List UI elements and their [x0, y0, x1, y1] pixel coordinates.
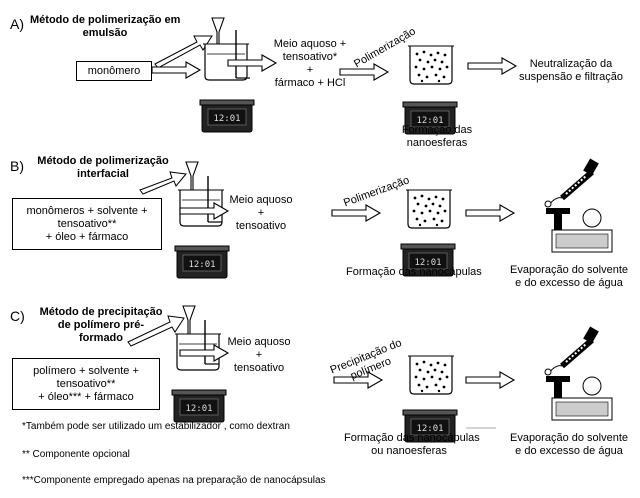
section-a-result-line-2: nanoesferas	[406, 137, 468, 149]
section-c-result: Formação das nanocápulas ou nanoesferas	[344, 432, 480, 458]
section-a-graphics	[151, 17, 517, 135]
section-b-result: Formação das nanocápulas	[346, 266, 482, 278]
footnote-3: ***Componente empregado apenas na prepar…	[22, 475, 326, 486]
section-a-input-text: monômero	[87, 65, 141, 77]
section-b-medium-line-1: Meio aquoso	[229, 194, 293, 206]
section-b-input-line-1: monômeros + solvente +	[26, 205, 148, 217]
section-a-final-line-2: suspensão e filtração	[519, 71, 623, 83]
section-b-medium-line-2: +	[257, 207, 265, 219]
section-c-final-line-2: e do excesso de água	[515, 445, 623, 457]
section-c-title-line-3: formado	[79, 332, 123, 344]
section-a-final-step: Neutralização da suspensão e filtração	[510, 58, 632, 84]
section-b-medium-line-3: tensoativo	[235, 220, 287, 232]
section-c-title: Método de precipitação de polímero pré- …	[26, 306, 176, 345]
section-a-final-line-1: Neutralização da	[529, 58, 613, 70]
section-a-title-line-1: Método de polimerização em	[30, 14, 181, 26]
section-a-medium-line-2: tensoativo*	[282, 51, 338, 63]
section-b-final-line-1: Evaporação do solvente	[509, 264, 629, 276]
section-b-input-box: monômeros + solvente + tensoativo** + ól…	[12, 198, 162, 250]
section-a-result: Formação das nanoesferas	[384, 124, 490, 150]
section-b-title: Método de polimerização interfacial	[28, 155, 178, 181]
section-a-result-line-1: Formação das	[401, 124, 473, 136]
section-b-title-line-2: interfacial	[77, 168, 129, 180]
section-a-letter: A)	[10, 16, 24, 32]
section-c-input-line-1: polímero + solvente +	[33, 365, 139, 377]
section-c-final-line-1: Evaporação do solvente	[509, 432, 629, 444]
section-b-letter: B)	[10, 158, 24, 174]
section-a-input-box: monômero	[76, 61, 152, 81]
section-c-title-line-2: de polímero pré-	[57, 319, 145, 331]
section-c-graphics	[127, 305, 612, 443]
section-b-input-text: monômeros + solvente + tensoativo** + ól…	[13, 205, 161, 244]
section-a-medium-line-3: +	[306, 64, 314, 76]
section-b-final-step: Evaporação do solvente e do excesso de á…	[508, 264, 630, 290]
section-b-title-line-1: Método de polimerização	[37, 155, 169, 167]
section-c-medium-line-3: tensoativo	[233, 362, 285, 374]
section-c-title-line-1: Método de precipitação	[39, 306, 163, 318]
section-c-result-line-2: ou nanoesferas	[371, 445, 447, 457]
section-c-result-line-1: Formação das nanocápulas	[344, 432, 480, 444]
section-c-medium-line-1: Meio aquoso	[227, 336, 291, 348]
section-a-medium-line-4: fármaco + HCl	[274, 77, 346, 89]
section-c-letter: C)	[10, 308, 25, 324]
section-a-title: Método de polimerização em emulsão	[30, 14, 180, 40]
section-c-input-box: polímero + solvente + tensoativo** + óle…	[12, 358, 160, 410]
section-c-medium: Meio aquoso + tensoativo	[224, 336, 294, 375]
section-c-input-line-2: tensoativo**	[56, 378, 116, 390]
footnote-2: ** Componente opcional	[22, 449, 130, 460]
section-b-graphics	[139, 158, 612, 279]
section-b-input-line-2: tensoativo**	[57, 218, 117, 230]
section-c-input-text: polímero + solvente + tensoativo** + óle…	[13, 365, 159, 404]
section-c-medium-line-2: +	[255, 349, 263, 361]
section-a-medium: Meio aquoso + tensoativo* + fármaco + HC…	[258, 38, 362, 90]
section-b-final-line-2: e do excesso de água	[515, 277, 623, 289]
section-c-input-line-3: + óleo*** + fármaco	[38, 391, 134, 403]
section-a-title-line-2: emulsão	[82, 27, 128, 39]
section-b-input-line-3: + óleo + fármaco	[45, 231, 129, 243]
section-c-final-step: Evaporação do solvente e do excesso de á…	[508, 432, 630, 458]
footnote-1: *Também pode ser utilizado um estabiliza…	[22, 421, 290, 432]
section-b-medium: Meio aquoso + tensoativo	[226, 194, 296, 233]
section-a-medium-line-1: Meio aquoso +	[273, 38, 347, 50]
